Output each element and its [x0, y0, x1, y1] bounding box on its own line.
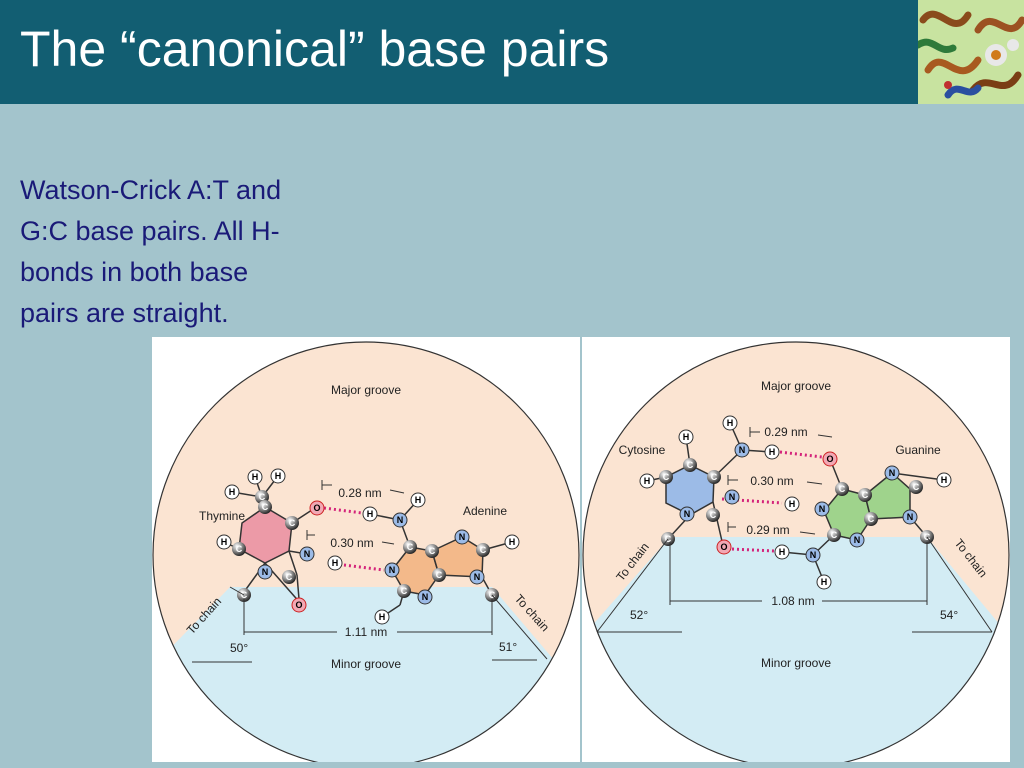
svg-text:H: H — [769, 447, 776, 457]
svg-text:C: C — [913, 482, 920, 492]
major-groove-label: Major groove — [331, 383, 401, 397]
svg-text:O: O — [295, 600, 302, 610]
svg-text:N: N — [729, 492, 736, 502]
svg-text:C: C — [868, 514, 875, 524]
svg-text:N: N — [889, 468, 896, 478]
c1-distance-label: 1.08 nm — [771, 594, 814, 608]
svg-text:C: C — [663, 472, 670, 482]
svg-text:N: N — [304, 549, 311, 559]
svg-text:H: H — [644, 476, 651, 486]
svg-text:C: C — [401, 586, 408, 596]
svg-text:C: C — [831, 530, 838, 540]
minor-groove-label: Minor groove — [761, 656, 831, 670]
description-text: Watson-Crick A:T and G:C base pairs. All… — [20, 170, 360, 334]
description-line: G:C base pairs. All H- — [20, 216, 280, 246]
svg-text:N: N — [739, 445, 746, 455]
description-line: pairs are straight. — [20, 298, 229, 328]
angle-right-label: 54° — [940, 608, 958, 622]
svg-text:H: H — [275, 471, 282, 481]
svg-text:C: C — [407, 542, 414, 552]
hbond-distance-1: 0.29 nm — [764, 425, 807, 439]
svg-text:O: O — [720, 542, 727, 552]
svg-text:C: C — [665, 534, 672, 544]
svg-text:H: H — [367, 509, 374, 519]
svg-text:H: H — [252, 472, 259, 482]
svg-text:H: H — [727, 418, 734, 428]
svg-text:O: O — [826, 454, 833, 464]
svg-text:H: H — [941, 475, 948, 485]
svg-text:C: C — [436, 570, 443, 580]
svg-text:N: N — [907, 512, 914, 522]
svg-text:C: C — [241, 590, 248, 600]
svg-text:C: C — [839, 484, 846, 494]
c1-distance-label: 1.11 nm — [345, 625, 387, 639]
svg-text:H: H — [229, 487, 236, 497]
svg-text:N: N — [397, 515, 404, 525]
svg-text:H: H — [221, 537, 228, 547]
svg-text:H: H — [779, 547, 786, 557]
hbond-distance-2: 0.30 nm — [750, 474, 793, 488]
major-groove-label: Major groove — [761, 379, 831, 393]
angle-right-label: 51° — [499, 640, 517, 654]
svg-text:N: N — [819, 504, 826, 514]
svg-text:N: N — [459, 532, 466, 542]
svg-text:C: C — [289, 518, 296, 528]
svg-text:N: N — [422, 592, 429, 602]
svg-text:H: H — [415, 495, 422, 505]
guanine-label: Guanine — [895, 443, 941, 457]
minor-groove-region — [583, 537, 1009, 762]
svg-text:N: N — [810, 550, 817, 560]
at-base-pair-diagram: Major groove Minor groove Thymine Adenin… — [152, 337, 580, 768]
svg-text:C: C — [862, 490, 869, 500]
svg-text:C: C — [480, 545, 487, 555]
description-line: Watson-Crick A:T and — [20, 175, 282, 205]
svg-text:C: C — [286, 572, 293, 582]
svg-text:N: N — [684, 509, 691, 519]
gc-base-pair-diagram: Major groove Minor groove Cytosine Guani… — [582, 337, 1010, 768]
svg-text:C: C — [236, 544, 243, 554]
angle-left-label: 52° — [630, 608, 648, 622]
svg-text:H: H — [683, 432, 690, 442]
svg-text:C: C — [710, 510, 717, 520]
svg-text:H: H — [509, 537, 516, 547]
svg-text:O: O — [313, 503, 320, 513]
svg-text:C: C — [262, 502, 269, 512]
hbond-distance-3: 0.29 nm — [746, 523, 789, 537]
title-bar: The “canonical” base pairs — [0, 0, 918, 104]
svg-text:N: N — [854, 535, 861, 545]
slide-title: The “canonical” base pairs — [20, 21, 610, 77]
thymine-label: Thymine — [199, 509, 245, 523]
hydrogen-bonds — [323, 506, 385, 572]
svg-text:C: C — [429, 546, 436, 556]
description-line: bonds in both base — [20, 257, 249, 287]
hbond-distance-2: 0.30 nm — [330, 536, 373, 550]
svg-text:N: N — [474, 572, 481, 582]
svg-text:C: C — [687, 460, 694, 470]
svg-text:H: H — [789, 499, 796, 509]
hbond-distance-1: 0.28 nm — [338, 486, 381, 500]
minor-groove-label: Minor groove — [331, 657, 401, 671]
svg-text:H: H — [332, 558, 339, 568]
svg-text:C: C — [711, 472, 718, 482]
angle-left-label: 50° — [230, 641, 248, 655]
cytosine-label: Cytosine — [619, 443, 666, 457]
svg-text:H: H — [821, 577, 828, 587]
svg-text:H: H — [379, 612, 386, 622]
svg-text:N: N — [389, 565, 396, 575]
svg-text:C: C — [259, 492, 266, 502]
adenine-label: Adenine — [463, 504, 507, 518]
protein-structure-image — [918, 0, 1024, 104]
minor-groove-region — [153, 587, 579, 762]
svg-text:N: N — [262, 567, 269, 577]
